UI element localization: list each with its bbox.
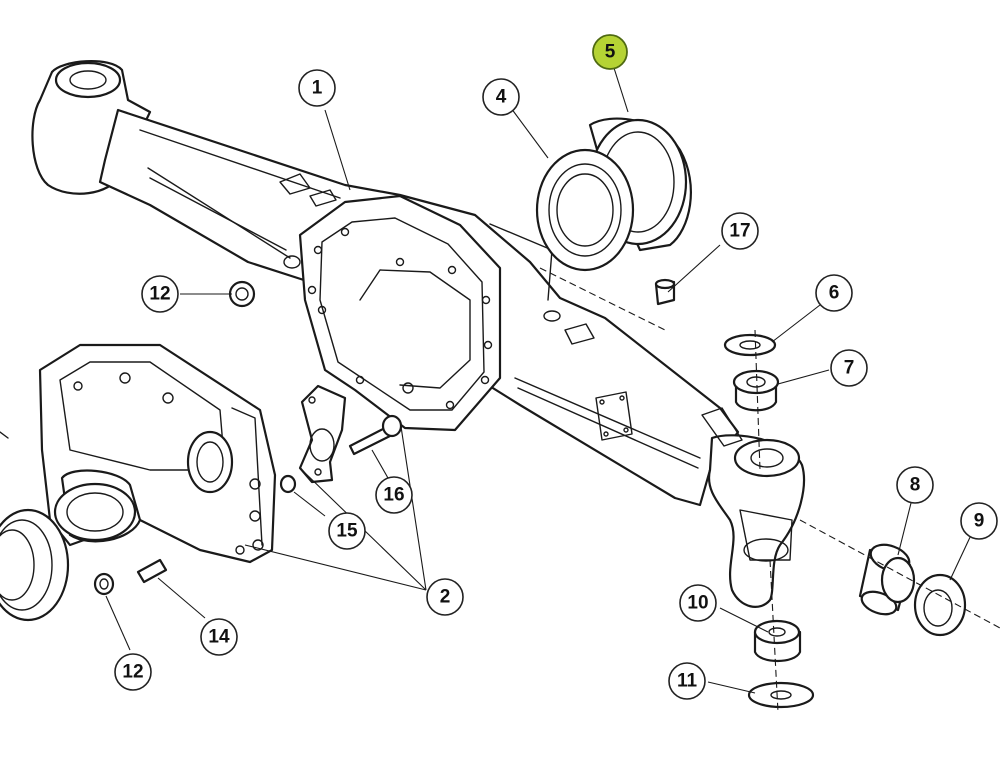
svg-text:11: 11: [677, 671, 698, 692]
callout-6: 6: [815, 274, 853, 312]
bolt: [348, 414, 403, 456]
svg-text:2: 2: [440, 587, 451, 608]
callout-17: 17: [721, 212, 759, 250]
callout-10: 10: [679, 584, 717, 622]
callout-15: 15: [328, 512, 366, 550]
svg-text:12: 12: [122, 662, 143, 683]
svg-text:17: 17: [729, 221, 750, 242]
callout-7: 7: [830, 349, 868, 387]
axle-housing: [31, 60, 806, 608]
callout-4: 4: [482, 78, 520, 116]
svg-text:7: 7: [844, 358, 855, 379]
svg-text:10: 10: [687, 593, 708, 614]
callout-16: 16: [375, 476, 413, 514]
nut-upper: [228, 280, 256, 308]
svg-text:14: 14: [208, 627, 230, 648]
callout-2: 2: [426, 578, 464, 616]
plug: [654, 278, 676, 306]
svg-text:4: 4: [496, 87, 507, 108]
svg-text:15: 15: [336, 521, 358, 542]
callout-12-upper: 12: [141, 275, 179, 313]
svg-text:6: 6: [829, 283, 840, 304]
washer-11: [747, 681, 815, 709]
left-seal-ring: [0, 508, 70, 622]
washer-6: [723, 333, 777, 357]
svg-text:1: 1: [312, 78, 323, 99]
nut-lower: [93, 572, 115, 596]
bushing-10: [753, 619, 802, 663]
bushing-8: [858, 543, 916, 616]
callout-1: 1: [298, 69, 336, 107]
svg-text:8: 8: [910, 475, 921, 496]
svg-text:16: 16: [383, 485, 404, 506]
bearing-cap: [298, 384, 347, 484]
callout-11: 11: [668, 662, 706, 700]
seal-9: [913, 573, 967, 637]
callout-8: 8: [896, 466, 934, 504]
svg-text:5: 5: [605, 42, 616, 63]
callout-5: 5: [592, 34, 628, 70]
svg-text:12: 12: [149, 284, 170, 305]
dowel-pin: [279, 474, 297, 494]
callout-9: 9: [960, 502, 998, 540]
seal-ring-4: [535, 148, 635, 272]
callout-12-lower: 12: [114, 653, 152, 691]
bushing-7: [732, 369, 780, 412]
callout-14: 14: [200, 618, 238, 656]
pin: [136, 558, 168, 584]
svg-text:9: 9: [974, 511, 985, 532]
